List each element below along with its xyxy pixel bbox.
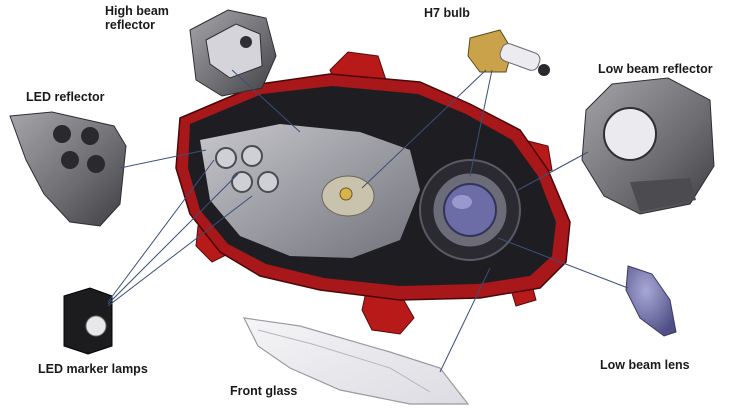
leader-lines (107, 69, 629, 373)
led-reflector-part (9, 111, 127, 227)
label-low-beam-lens: Low beam lens (600, 358, 690, 372)
label-led-marker-lamps: LED marker lamps (38, 362, 148, 376)
leader-low-beam-reflector (517, 151, 589, 191)
leader-led-marker-2 (107, 173, 239, 305)
projector-lens-inner (443, 183, 497, 237)
leader-front-glass (439, 267, 491, 373)
low-beam-lens-part (625, 265, 677, 337)
led-cluster-inside (215, 145, 279, 193)
label-led-reflector: LED reflector (26, 90, 105, 104)
leader-led-marker-1 (107, 159, 215, 303)
bulb-center (339, 187, 353, 201)
label-high-beam-reflector: High beam reflector (105, 4, 169, 32)
low-beam-reflector-part (581, 77, 715, 215)
label-h7-bulb: H7 bulb (424, 6, 470, 20)
led-marker-lamps-part (63, 287, 113, 355)
label-front-glass: Front glass (230, 384, 298, 398)
leader-h7 (361, 69, 487, 189)
front-glass-part (242, 317, 470, 405)
high-beam-reflector-part (189, 9, 277, 97)
leader-low-beam-lens (497, 237, 629, 289)
h7-bulb-part (467, 29, 550, 76)
leader-led-reflector (119, 149, 207, 169)
headlamp-housing (175, 51, 571, 335)
leader-high-beam (231, 69, 301, 133)
leader-led-marker-3 (107, 195, 253, 307)
label-low-beam-reflector: Low beam reflector (598, 62, 713, 76)
projector-highlight (452, 195, 472, 209)
leader-h7-b (469, 69, 493, 177)
